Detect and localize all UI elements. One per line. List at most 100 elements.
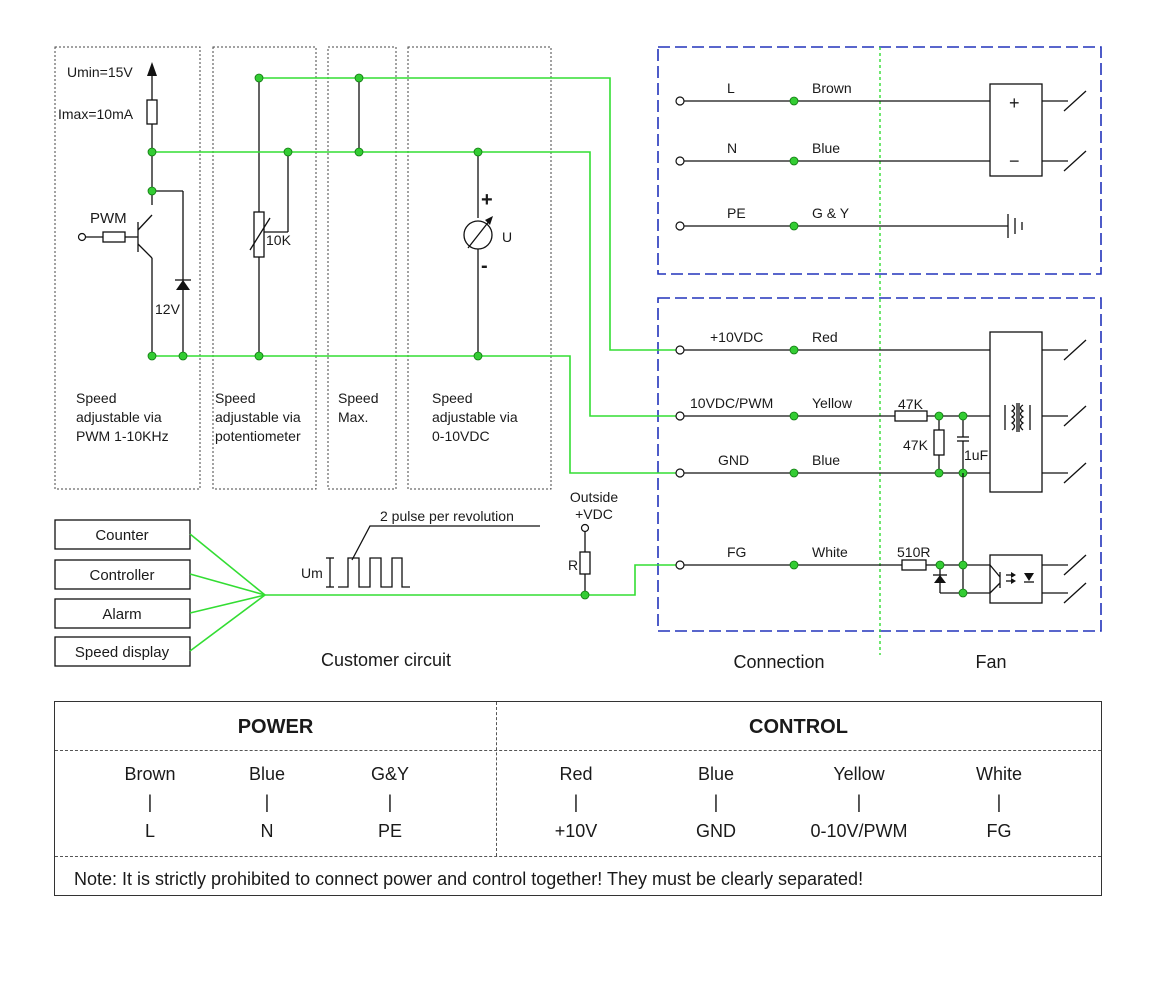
r510-label: 510R: [897, 544, 930, 560]
umin-label: Umin=15V: [67, 64, 133, 80]
conn-row-n: N Blue: [675, 140, 990, 166]
max-section-box: [327, 46, 397, 490]
control-color-yellow: Yellow: [833, 764, 885, 784]
pwm-section-box: [54, 46, 201, 490]
fan-power-box: [989, 83, 1043, 177]
svg-text:Alarm: Alarm: [102, 606, 141, 623]
svg-text:Speed: Speed: [338, 390, 378, 406]
pwm-label: PWM: [90, 210, 127, 227]
r47-series-label: 47K: [898, 396, 924, 412]
wiring-diagram: Umin=15V Imax=10mA 12V PWM 10K + - U: [54, 46, 1102, 672]
svg-text:Counter: Counter: [95, 527, 148, 544]
control-color-blue: Blue: [697, 764, 735, 784]
control-pin-pwm: 0-10V/PWM: [810, 821, 908, 841]
vdc-section-caption: Speed adjustable via 0-10VDC: [432, 390, 518, 444]
svg-text:PE: PE: [727, 205, 746, 221]
svg-text:Max.: Max.: [338, 409, 368, 425]
pwm-section-caption: Speed adjustable via PWM 1-10KHz: [76, 390, 169, 444]
control-header: CONTROL: [749, 716, 848, 738]
control-sep: |: [573, 792, 579, 812]
pullup-r-label: R: [568, 557, 578, 573]
control-sep: |: [713, 792, 719, 812]
conn-row-l: L Brown: [675, 80, 990, 106]
control-pin-10v: +10V: [554, 821, 598, 841]
svg-text:Yellow: Yellow: [812, 395, 853, 411]
svg-text:adjustable via: adjustable via: [76, 409, 162, 425]
svg-text:potentiometer: potentiometer: [215, 428, 301, 444]
power-sep: |: [387, 792, 393, 812]
pot-label: 10K: [266, 232, 292, 248]
outside-label: Outside: [570, 489, 618, 505]
conn-row-fg: FG White: [675, 544, 902, 570]
svg-text:GND: GND: [718, 452, 749, 468]
vdc-label: +VDC: [575, 506, 613, 522]
device-counter: Counter: [54, 519, 191, 550]
svg-text:Red: Red: [812, 329, 838, 345]
device-controller: Controller: [54, 559, 191, 590]
svg-text:+10VDC: +10VDC: [710, 329, 763, 345]
svg-text:FG: FG: [727, 544, 746, 560]
svg-text:Speed: Speed: [76, 390, 116, 406]
power-header: POWER: [237, 716, 314, 738]
pulse-waveform: [338, 557, 410, 588]
svg-text:White: White: [812, 544, 848, 560]
svg-text:N: N: [727, 140, 737, 156]
pwm-input-terminal: [77, 232, 87, 242]
svg-text:Speed: Speed: [432, 390, 472, 406]
optocoupler-icon: [989, 564, 1034, 594]
r47-shunt-label: 47K: [903, 437, 929, 453]
wire-legend-table: POWER CONTROL Brown | L Blue | N G&Y | P…: [54, 701, 1102, 896]
zener-label: 12V: [155, 301, 181, 317]
power-color-gy: G&Y: [370, 764, 409, 784]
power-sep: |: [147, 792, 153, 812]
svg-text:Blue: Blue: [812, 140, 840, 156]
pot-section-box: [212, 46, 317, 490]
meter-plus: +: [481, 189, 493, 211]
fg-diode-icon: [934, 575, 946, 583]
svg-text:Speed display: Speed display: [75, 644, 170, 661]
svg-text:L: L: [727, 80, 735, 96]
fan-plus: +: [1009, 93, 1020, 113]
power-pin-n: N: [260, 821, 274, 841]
supply-arrow-icon: [147, 62, 157, 76]
transformer-icon: [1004, 403, 1031, 432]
svg-text:Controller: Controller: [89, 567, 154, 584]
pulse-label: 2 pulse per revolution: [380, 508, 514, 524]
control-sep: |: [856, 792, 862, 812]
power-pin-pe: PE: [377, 821, 402, 841]
device-alarm: Alarm: [54, 598, 191, 629]
svg-text:0-10VDC: 0-10VDC: [432, 428, 490, 444]
fan-control-box: [989, 331, 1043, 493]
svg-text:PWM 1-10KHz: PWM 1-10KHz: [76, 428, 169, 444]
fan-caption: Fan: [975, 652, 1006, 672]
control-color-white: White: [975, 764, 1022, 784]
ground-icon: [1007, 214, 1023, 238]
meter-u-label: U: [502, 229, 512, 245]
outside-vdc-terminal: [580, 523, 590, 533]
svg-text:adjustable via: adjustable via: [215, 409, 301, 425]
customer-caption: Customer circuit: [321, 650, 451, 670]
conn-row-10vdc: +10VDC Red: [675, 329, 990, 355]
control-sep: |: [996, 792, 1002, 812]
pot-section-caption: Speed adjustable via potentiometer: [215, 390, 301, 444]
meter-minus: -: [481, 255, 488, 277]
zener-diode-icon: [176, 280, 190, 290]
conn-row-pe: PE G & Y: [675, 205, 1008, 231]
svg-text:Blue: Blue: [812, 452, 840, 468]
max-section-caption: Speed Max.: [338, 390, 378, 425]
cap-label: 1uF: [964, 447, 988, 463]
power-pin-l: L: [144, 821, 155, 841]
svg-text:Speed: Speed: [215, 390, 255, 406]
power-sep: |: [264, 792, 270, 812]
svg-text:G & Y: G & Y: [812, 205, 850, 221]
power-color-brown: Brown: [124, 764, 176, 784]
svg-text:adjustable via: adjustable via: [432, 409, 518, 425]
control-color-red: Red: [559, 764, 593, 784]
control-pin-gnd: GND: [696, 821, 736, 841]
imax-label: Imax=10mA: [58, 106, 134, 122]
device-speed-display: Speed display: [54, 636, 191, 667]
svg-text:Brown: Brown: [812, 80, 852, 96]
fan-minus: −: [1009, 151, 1020, 171]
um-label: Um: [301, 565, 323, 581]
conn-row-gnd: GND Blue: [675, 452, 990, 478]
